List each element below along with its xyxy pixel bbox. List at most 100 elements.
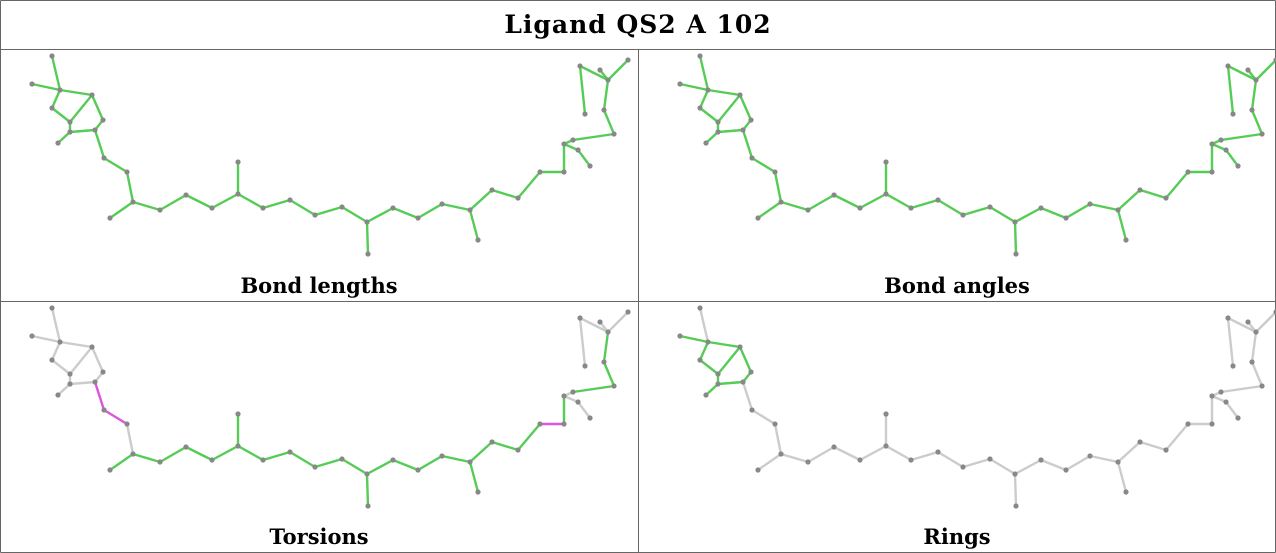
bond-lengths-bond bbox=[261, 198, 292, 210]
bond-angles-atom bbox=[1209, 169, 1215, 175]
rings-atom bbox=[715, 381, 721, 387]
rings-bond bbox=[779, 452, 810, 464]
torsions-atom bbox=[101, 407, 107, 413]
rings-bond bbox=[773, 422, 783, 456]
bond-angles-bond bbox=[779, 200, 810, 212]
torsions-atom bbox=[339, 456, 345, 462]
rings-bond bbox=[1226, 316, 1258, 334]
bond-angles-bond bbox=[716, 128, 745, 134]
bond-angles-atom bbox=[1225, 63, 1231, 69]
bond-angles-diagram bbox=[677, 53, 1276, 257]
rings-atom bbox=[857, 457, 863, 463]
torsions-atom bbox=[582, 363, 588, 369]
bond-lengths-bond bbox=[576, 148, 592, 168]
torsions-bond bbox=[30, 334, 62, 344]
bond-angles-bond bbox=[806, 193, 836, 212]
panel-label-bond-lengths: Bond lengths bbox=[240, 273, 398, 298]
rings-bond bbox=[704, 382, 720, 397]
torsions-bond bbox=[578, 316, 610, 334]
rings-atom bbox=[1259, 383, 1265, 389]
bond-angles-atom bbox=[1235, 163, 1241, 169]
rings-atom bbox=[1218, 389, 1224, 395]
torsions-atom bbox=[467, 459, 473, 465]
bond-lengths-atom bbox=[55, 140, 61, 146]
bond-lengths-atom bbox=[467, 207, 473, 213]
bond-lengths-bond bbox=[125, 170, 135, 204]
bond-angles-bond bbox=[884, 192, 913, 210]
bond-angles-atom bbox=[1253, 77, 1259, 83]
bond-lengths-bond bbox=[468, 208, 480, 242]
torsions-bond bbox=[365, 458, 395, 476]
bond-angles-bond bbox=[1250, 78, 1258, 112]
panel-label-bond-angles: Bond angles bbox=[884, 273, 1030, 298]
bond-lengths-bond bbox=[490, 188, 520, 200]
bond-lengths-atom bbox=[49, 53, 55, 59]
torsions-bond bbox=[50, 358, 72, 376]
rings-atom bbox=[778, 451, 784, 457]
torsions-bond bbox=[210, 444, 240, 462]
torsions-bond bbox=[68, 345, 94, 376]
bond-lengths-bond bbox=[313, 205, 344, 217]
bond-lengths-bond bbox=[102, 156, 129, 174]
rings-bond bbox=[858, 444, 888, 462]
bond-lengths-bond bbox=[578, 64, 587, 116]
bond-angles-atom bbox=[1013, 251, 1019, 257]
rings-atom bbox=[697, 357, 703, 363]
panel-label-rings: Rings bbox=[923, 524, 991, 549]
bond-lengths-atom bbox=[209, 205, 215, 211]
bond-angles-bond bbox=[832, 193, 862, 210]
bond-lengths-bond bbox=[68, 93, 94, 124]
bond-lengths-atom bbox=[575, 147, 581, 153]
bond-angles-atom bbox=[1123, 237, 1129, 243]
bond-angles-bond bbox=[704, 130, 720, 145]
bond-angles-atom bbox=[883, 191, 889, 197]
bond-lengths-atom bbox=[235, 191, 241, 197]
torsions-atom bbox=[89, 344, 95, 350]
bond-angles-atom bbox=[1115, 207, 1121, 213]
bond-angles-bond bbox=[741, 128, 754, 160]
torsions-atom bbox=[49, 357, 55, 363]
rings-bond bbox=[961, 457, 992, 469]
rings-bond bbox=[1250, 330, 1258, 364]
torsions-atom bbox=[611, 383, 617, 389]
bond-lengths-atom bbox=[537, 169, 543, 175]
torsions-atom bbox=[209, 457, 215, 463]
rings-bond bbox=[806, 445, 836, 464]
bond-lengths-atom bbox=[312, 212, 318, 218]
torsions-atom bbox=[287, 449, 293, 455]
bond-lengths-atom bbox=[183, 192, 189, 198]
torsions-bond bbox=[571, 384, 616, 394]
rings-atom bbox=[740, 379, 746, 385]
bond-angles-bond bbox=[1250, 108, 1264, 136]
bond-angles-atom bbox=[1245, 67, 1251, 73]
bond-angles-bond bbox=[738, 93, 753, 122]
bond-angles-bond bbox=[706, 88, 742, 97]
bond-lengths-atom bbox=[601, 107, 607, 113]
bond-lengths-atom bbox=[67, 119, 73, 125]
bond-lengths-atom bbox=[605, 77, 611, 83]
torsions-atom bbox=[570, 389, 576, 395]
torsions-atom bbox=[130, 451, 136, 457]
rings-atom bbox=[1013, 503, 1019, 509]
bond-lengths-bond bbox=[158, 193, 188, 212]
bond-angles-atom bbox=[935, 197, 941, 203]
bond-lengths-atom bbox=[67, 129, 73, 135]
rings-bond bbox=[1164, 422, 1190, 452]
rings-bond bbox=[698, 358, 720, 376]
bond-lengths-atom bbox=[489, 187, 495, 193]
bond-angles-atom bbox=[987, 204, 993, 210]
bond-lengths-atom bbox=[390, 205, 396, 211]
bond-angles-bond bbox=[1039, 206, 1068, 220]
bond-lengths-atom bbox=[89, 92, 95, 98]
rings-bond bbox=[936, 450, 965, 469]
bond-angles-atom bbox=[715, 129, 721, 135]
bond-angles-bond bbox=[1013, 206, 1043, 224]
bond-angles-bond bbox=[678, 82, 710, 92]
bond-lengths-bond bbox=[416, 202, 444, 220]
torsions-atom bbox=[92, 379, 98, 385]
bond-lengths-atom bbox=[364, 219, 370, 225]
bond-lengths-atom bbox=[475, 237, 481, 243]
torsions-bond bbox=[578, 316, 587, 368]
torsions-bond bbox=[184, 445, 214, 462]
